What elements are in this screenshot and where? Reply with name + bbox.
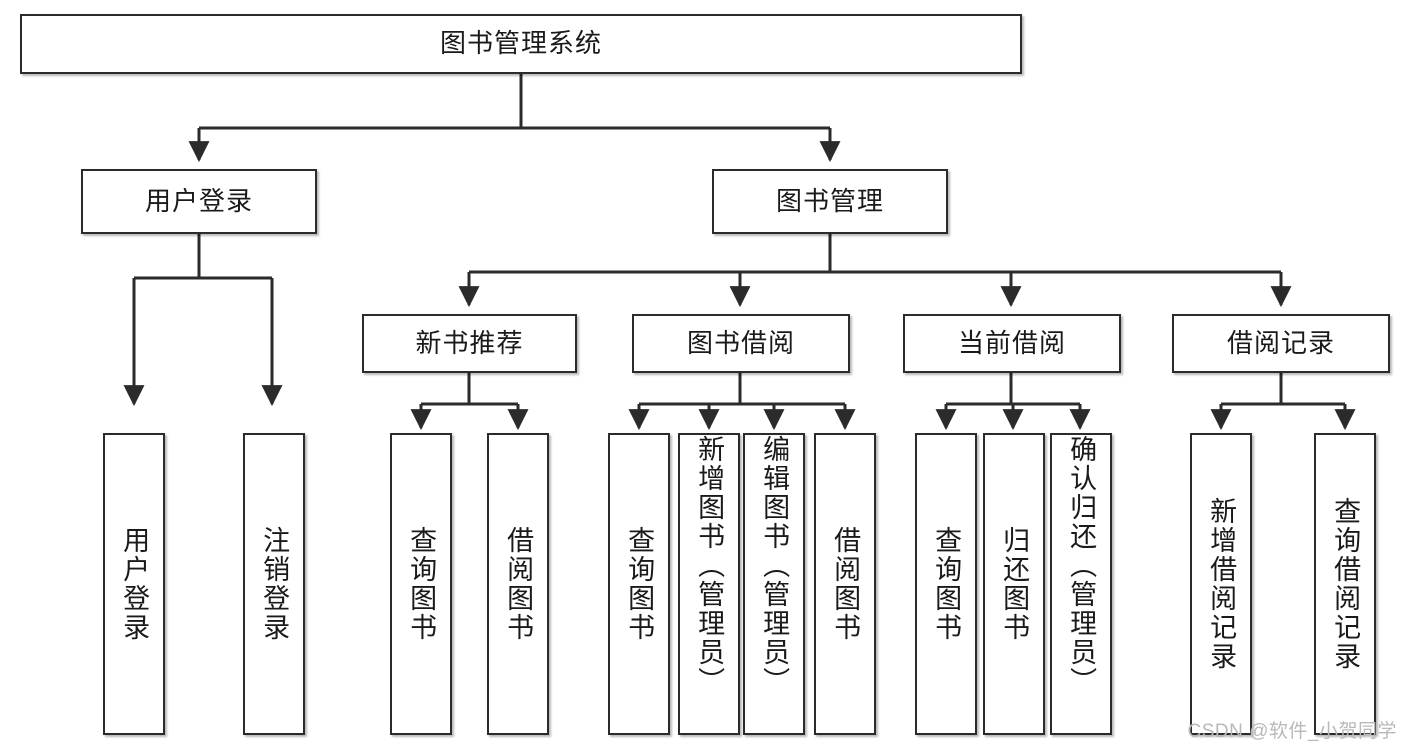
- node-leaf-add-record[interactable]: 新增借阅记录: [1190, 433, 1252, 735]
- node-leaf-edit-book[interactable]: 编辑图书（管理员）: [743, 433, 805, 735]
- node-leaf-user-login-label: 用户登录: [119, 526, 150, 642]
- node-leaf-return-book-label: 归还图书: [999, 526, 1030, 642]
- node-leaf-borrow-book-1-label: 借阅图书: [503, 526, 534, 642]
- node-leaf-user-login[interactable]: 用户登录: [103, 433, 165, 735]
- node-leaf-query-book-3-label: 查询图书: [931, 526, 962, 642]
- node-new-book-recommend[interactable]: 新书推荐: [362, 314, 577, 373]
- node-leaf-confirm-return-label: 确认归还（管理员）: [1066, 435, 1097, 696]
- node-current-borrow-label: 当前借阅: [957, 327, 1066, 358]
- node-leaf-add-record-label: 新增借阅记录: [1206, 497, 1237, 671]
- node-leaf-user-logout[interactable]: 注销登录: [243, 433, 305, 735]
- node-book-management-label: 图书管理: [775, 185, 884, 216]
- node-leaf-add-book-label: 新增图书（管理员）: [694, 435, 725, 696]
- node-user-login[interactable]: 用户登录: [81, 169, 317, 234]
- node-leaf-query-book-1-label: 查询图书: [406, 526, 437, 642]
- node-leaf-query-record-label: 查询借阅记录: [1330, 497, 1361, 671]
- node-leaf-query-book-3[interactable]: 查询图书: [915, 433, 977, 735]
- node-leaf-query-book-2[interactable]: 查询图书: [608, 433, 670, 735]
- node-leaf-query-book-2-label: 查询图书: [624, 526, 655, 642]
- node-leaf-confirm-return[interactable]: 确认归还（管理员）: [1050, 433, 1112, 735]
- node-leaf-borrow-book-2[interactable]: 借阅图书: [814, 433, 876, 735]
- node-borrow-record[interactable]: 借阅记录: [1172, 314, 1390, 373]
- node-leaf-add-book[interactable]: 新增图书（管理员）: [678, 433, 740, 735]
- node-current-borrow[interactable]: 当前借阅: [903, 314, 1121, 373]
- node-leaf-borrow-book-1[interactable]: 借阅图书: [487, 433, 549, 735]
- node-leaf-query-book-1[interactable]: 查询图书: [390, 433, 452, 735]
- node-book-management[interactable]: 图书管理: [712, 169, 948, 234]
- node-user-login-label: 用户登录: [144, 185, 253, 216]
- node-leaf-return-book[interactable]: 归还图书: [983, 433, 1045, 735]
- node-leaf-user-logout-label: 注销登录: [259, 526, 290, 642]
- node-book-borrow-label: 图书借阅: [686, 327, 795, 358]
- node-leaf-query-record[interactable]: 查询借阅记录: [1314, 433, 1376, 735]
- node-new-book-recommend-label: 新书推荐: [415, 327, 524, 358]
- node-root[interactable]: 图书管理系统: [20, 14, 1022, 74]
- node-book-borrow[interactable]: 图书借阅: [632, 314, 850, 373]
- node-leaf-borrow-book-2-label: 借阅图书: [830, 526, 861, 642]
- node-root-label: 图书管理系统: [439, 28, 602, 59]
- node-borrow-record-label: 借阅记录: [1226, 327, 1335, 358]
- node-leaf-edit-book-label: 编辑图书（管理员）: [759, 435, 790, 696]
